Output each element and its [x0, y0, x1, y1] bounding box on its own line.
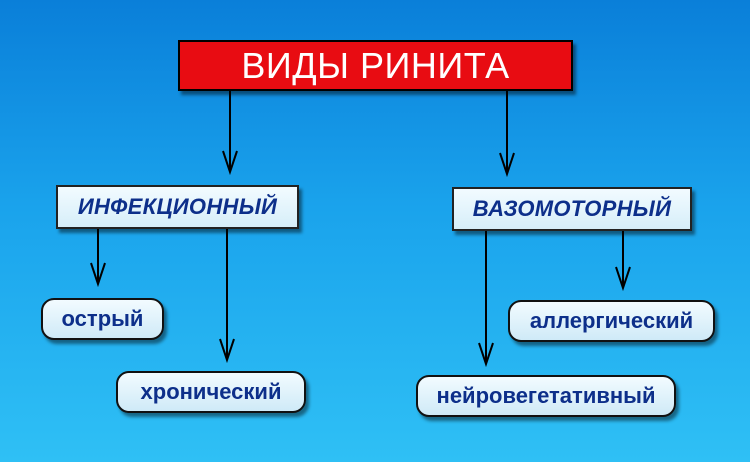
type-neurovegetative-label: нейровегетативный	[436, 383, 656, 408]
type-allergic-box: аллергический	[508, 300, 715, 342]
category-infectious-box: ИНФЕКЦИОННЫЙ	[56, 185, 299, 229]
arrowhead-chronic	[219, 338, 235, 364]
arrowhead-allergic	[615, 266, 631, 292]
arrowhead-neurovegetative	[478, 342, 494, 368]
category-vasomotor-label: ВАЗОМОТОРНЫЙ	[472, 196, 672, 221]
diagram-title: ВИДЫ РИНИТА	[241, 44, 510, 86]
type-neurovegetative-box: нейровегетативный	[416, 375, 676, 417]
category-vasomotor-box: ВАЗОМОТОРНЫЙ	[452, 187, 692, 231]
diagram-title-box: ВИДЫ РИНИТА	[178, 40, 573, 91]
type-acute-box: острый	[41, 298, 164, 340]
type-allergic-label: аллергический	[529, 308, 694, 333]
type-acute-label: острый	[61, 306, 144, 331]
arrowhead-acute	[90, 262, 106, 288]
type-chronic-label: хронический	[140, 379, 282, 404]
arrowhead-vasomotor	[499, 152, 515, 178]
arrowhead-infectious	[222, 150, 238, 176]
category-infectious-label: ИНФЕКЦИОННЫЙ	[77, 194, 278, 219]
type-chronic-box: хронический	[116, 371, 306, 413]
